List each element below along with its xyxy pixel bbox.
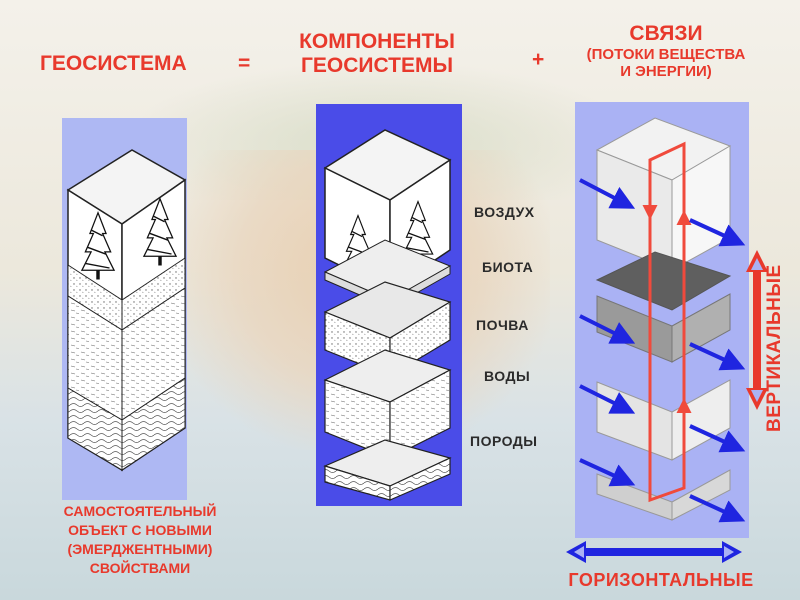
emergent-properties-text: САМОСТОЯТЕЛЬНЫЙ ОБЪЕКТ С НОВЫМИ (ЭМЕРДЖЕ… <box>28 502 252 578</box>
links-subtitle-line1: (ПОТОКИ ВЕЩЕСТВА <box>586 46 746 64</box>
components-title-line2: ГЕОСИСТЕМЫ <box>300 54 454 78</box>
links-title-main: СВЯЗИ <box>629 22 703 45</box>
equals-sign: = <box>238 52 251 75</box>
label-biota: БИОТА <box>482 259 534 275</box>
label-rocks: ПОРОДЫ <box>470 433 538 449</box>
horizontal-flows-label: ГОРИЗОНТАЛЬНЫЕ <box>568 570 754 590</box>
components-title: КОМПОНЕНТЫ ГЕОСИСТЕМЫ <box>274 30 480 78</box>
components-title-line1: КОМПОНЕНТЫ <box>299 30 455 53</box>
label-air: ВОЗДУХ <box>474 204 535 220</box>
horizontal-flow-arrow <box>566 541 742 563</box>
vertical-flows-label: ВЕРТИКАЛЬНЫЕ <box>764 264 785 432</box>
components-exploded-block <box>323 129 452 501</box>
label-waters: ВОДЫ <box>484 368 531 384</box>
links-title: СВЯЗИ (ПОТОКИ ВЕЩЕСТВА И ЭНЕРГИИ) <box>566 22 766 81</box>
emergent-line1: САМОСТОЯТЕЛЬНЫЙ <box>63 503 217 519</box>
vertical-flow-arrow <box>746 250 768 410</box>
geosystem-block <box>66 149 187 472</box>
emergent-line4: СВОЙСТВАМИ <box>89 560 191 576</box>
geosystem-title: ГЕОСИСТЕМА <box>40 52 187 75</box>
emergent-line3: (ЭМЕРДЖЕНТНЫМИ) <box>67 541 213 557</box>
label-soil: ПОЧВА <box>476 317 529 333</box>
flows-block <box>579 117 746 523</box>
plus-sign: + <box>532 48 545 71</box>
links-subtitle-line2: И ЭНЕРГИИ) <box>620 63 712 81</box>
emergent-line2: ОБЪЕКТ С НОВЫМИ <box>68 522 212 538</box>
